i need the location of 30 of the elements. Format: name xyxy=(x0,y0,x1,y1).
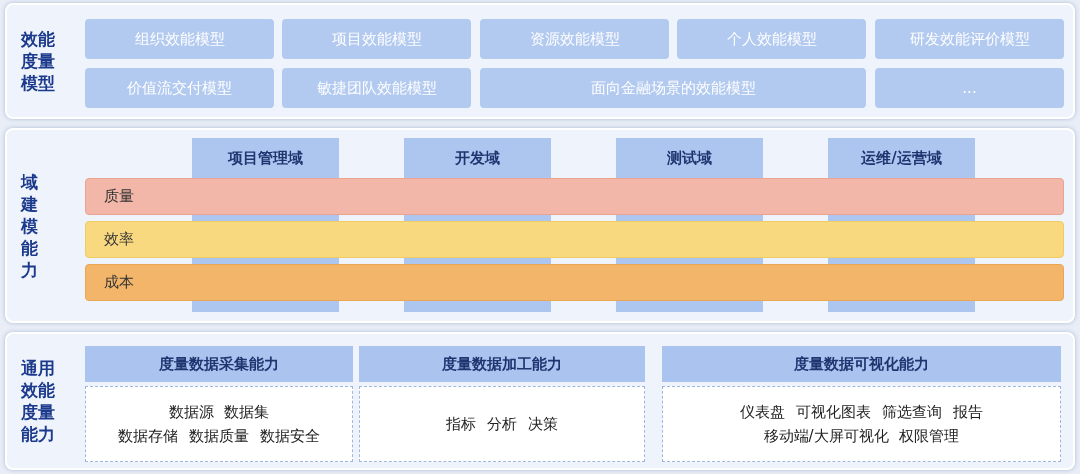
model-box: 面向金融场景的效能模型 xyxy=(480,68,866,108)
panel xyxy=(5,332,1075,470)
capability-list: 数据存储 数据质量 数据安全 xyxy=(118,424,320,448)
domain-column-header: 项目管理域 xyxy=(192,138,339,178)
capability-list: 指标 分析 决策 xyxy=(446,412,558,436)
panel xyxy=(5,3,1075,119)
capability-band: 效率 xyxy=(85,221,1064,258)
card-header: 度量数据采集能力 xyxy=(85,346,353,382)
capability-list: 移动端/大屏可视化 权限管理 xyxy=(763,424,960,448)
capability-list: 仪表盘 可视化图表 筛选查询 报告 xyxy=(740,400,983,424)
panel-heading: 效能度量模型 xyxy=(21,27,56,95)
domain-column-header: 运维/运营域 xyxy=(828,138,975,178)
domain-column-header: 测试域 xyxy=(616,138,763,178)
panel-heading: 通用效能度量能力 xyxy=(21,356,56,446)
model-box: 组织效能模型 xyxy=(85,19,274,59)
model-box: ... xyxy=(875,68,1064,108)
capability-band: 成本 xyxy=(85,264,1064,301)
model-box: 项目效能模型 xyxy=(282,19,471,59)
panel-heading: 域建模能力 xyxy=(21,170,39,281)
card-header: 度量数据可视化能力 xyxy=(662,346,1061,382)
model-box: 价值流交付模型 xyxy=(85,68,274,108)
model-box: 资源效能模型 xyxy=(480,19,669,59)
capability-list: 数据源 数据集 xyxy=(168,400,270,424)
model-box: 研发效能评价模型 xyxy=(875,19,1064,59)
card-header: 度量数据加工能力 xyxy=(359,346,645,382)
capability-band: 质量 xyxy=(85,178,1064,215)
model-box: 敏捷团队效能模型 xyxy=(282,68,471,108)
panel xyxy=(5,128,1075,323)
domain-column-header: 开发域 xyxy=(404,138,551,178)
model-box: 个人效能模型 xyxy=(677,19,866,59)
